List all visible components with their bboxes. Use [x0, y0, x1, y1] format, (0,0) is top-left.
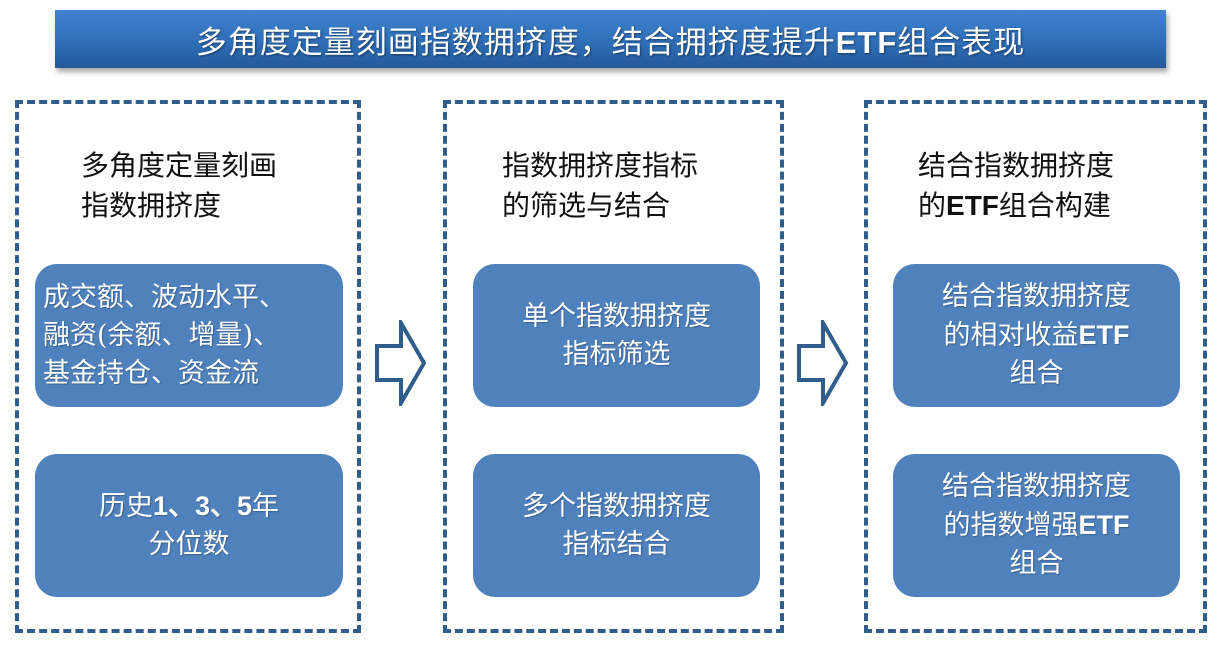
box-text: 组合 [1009, 548, 1064, 579]
panel-title-text: 多角度定量刻画 [81, 149, 278, 182]
box-text-etf: ETF [1078, 510, 1130, 540]
box-text: 结合指数拥挤度 [942, 281, 1131, 312]
panel-etf-portfolio-construction: 结合指数拥挤度 的ETF组合构建 结合指数拥挤度 的相对收益ETF 组合 结合指… [864, 100, 1207, 633]
panel-title-line: 的ETF组合构建 [918, 186, 1203, 226]
box-text: 的相对收益 [943, 320, 1079, 351]
box-line: 多个指数拥挤度 [522, 490, 711, 522]
box-text-etf: ETF [1078, 320, 1130, 350]
box-line: 成交额、波动水平、 [43, 281, 286, 313]
panel-title-text: 组合构建 [998, 189, 1111, 222]
panel-title-text: 的 [918, 189, 947, 222]
box-text: 历史 [98, 491, 153, 522]
box-multi-indicator-combination: 多个指数拥挤度 指标结合 [473, 454, 760, 597]
box-line: 基金持仓、资金流 [43, 357, 259, 389]
panel-quantify-crowding: 多角度定量刻画 指数拥挤度 成交额、波动水平、 融资(余额、增量)、 基金持仓、… [15, 100, 361, 633]
panel-title-text: 的筛选与结合 [502, 189, 671, 222]
box-crowding-indicators: 成交额、波动水平、 融资(余额、增量)、 基金持仓、资金流 [35, 264, 343, 407]
title-banner: 多角度定量刻画指数拥挤度，结合拥挤度提升ETF组合表现 [55, 10, 1166, 68]
panel-title: 指数拥挤度指标 的筛选与结合 [447, 146, 780, 226]
box-text: 年 [252, 491, 280, 522]
box-line: 的相对收益ETF [942, 316, 1131, 355]
box-text-numbers: 1、3、5 [152, 491, 253, 521]
box-line: 组合 [942, 545, 1131, 583]
box-text: 的指数增强 [943, 510, 1079, 541]
box-index-enhanced-etf-portfolio: 结合指数拥挤度 的指数增强ETF 组合 [893, 454, 1180, 597]
panel-title: 结合指数拥挤度 的ETF组合构建 [868, 146, 1203, 226]
box-historical-percentile: 历史1、3、5年 分位数 [35, 454, 343, 597]
right-arrow-icon [797, 320, 849, 406]
box-line: 单个指数拥挤度 [522, 300, 711, 332]
box-line: 结合指数拥挤度 [942, 278, 1131, 316]
panel-title-text: 指数拥挤度指标 [502, 149, 699, 182]
box-line: 分位数 [99, 526, 279, 564]
right-arrow-icon [375, 320, 427, 406]
banner-title: 多角度定量刻画指数拥挤度，结合拥挤度提升ETF组合表现 [196, 17, 1026, 62]
banner-title-etf: ETF [835, 24, 898, 60]
box-text: 分位数 [148, 529, 230, 560]
panel-title-line: 指数拥挤度 [81, 186, 357, 226]
box-text: 结合指数拥挤度 [942, 471, 1131, 502]
panel-title-text: 指数拥挤度 [81, 189, 222, 222]
box-line: 的指数增强ETF [942, 506, 1131, 545]
banner-title-part: 多角度定量刻画指数拥挤度，结合拥挤度提升 [195, 24, 836, 61]
box-single-indicator-selection: 单个指数拥挤度 指标筛选 [473, 264, 760, 407]
panel-title-line: 指数拥挤度指标 [502, 146, 780, 186]
panel-title: 多角度定量刻画 指数拥挤度 [19, 146, 357, 226]
panel-title-text: 结合指数拥挤度 [918, 149, 1115, 182]
panel-title-etf: ETF [946, 190, 999, 221]
box-relative-return-etf-portfolio: 结合指数拥挤度 的相对收益ETF 组合 [893, 264, 1180, 407]
box-text: 组合 [1009, 358, 1064, 389]
box-line: 指标结合 [562, 528, 671, 560]
panel-title-line: 多角度定量刻画 [81, 146, 357, 186]
box-line: 结合指数拥挤度 [942, 468, 1131, 506]
box-line: 历史1、3、5年 [99, 487, 279, 526]
box-line: 组合 [942, 355, 1131, 393]
panel-title-line: 的筛选与结合 [502, 186, 780, 226]
banner-title-part: 组合表现 [897, 24, 1026, 61]
box-line: 融资(余额、增量)、 [43, 319, 281, 351]
panel-title-line: 结合指数拥挤度 [918, 146, 1203, 186]
panel-indicator-selection: 指数拥挤度指标 的筛选与结合 单个指数拥挤度 指标筛选 多个指数拥挤度 指标结合 [443, 100, 784, 633]
box-line: 指标筛选 [562, 338, 671, 370]
